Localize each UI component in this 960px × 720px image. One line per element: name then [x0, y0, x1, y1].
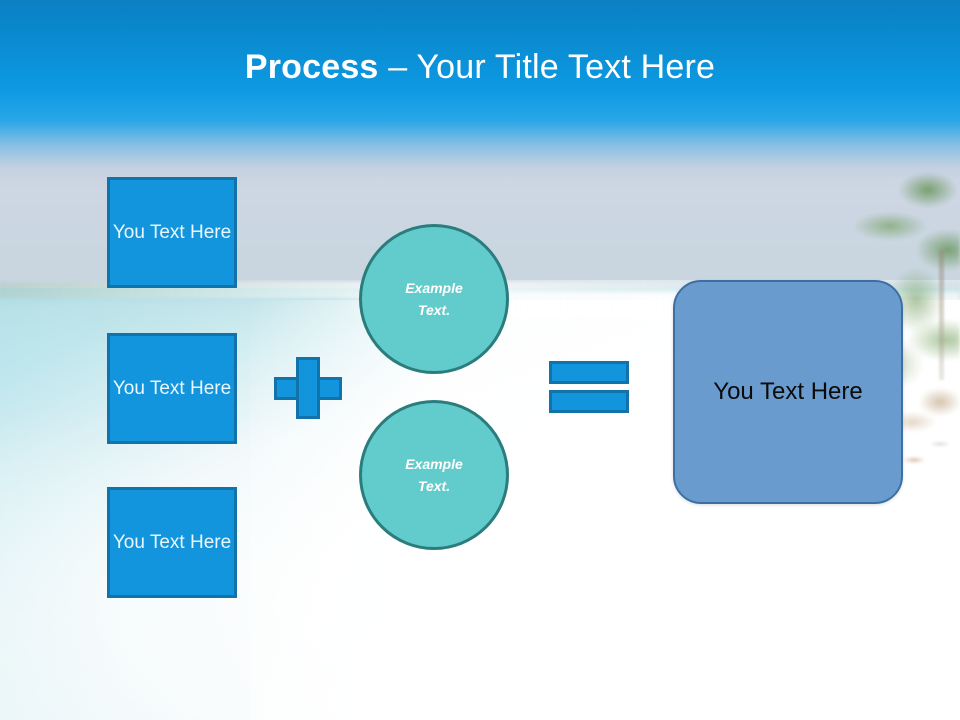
equals-icon-bottom-bar: [549, 390, 629, 413]
input-box-3-label: You Text Here: [112, 531, 232, 553]
example-circle-2-line2: Text.: [417, 478, 451, 494]
example-circle-1-line1: Example: [405, 280, 463, 296]
equals-icon: [549, 361, 629, 413]
result-box[interactable]: You Text Here: [673, 280, 903, 504]
plus-icon: [274, 357, 342, 419]
header-band: [0, 0, 960, 180]
page-title-regular: Your Title Text Here: [416, 48, 716, 86]
plus-icon-center: [299, 380, 317, 397]
palm-tree-trunk: [939, 250, 944, 380]
equals-icon-top-bar: [549, 361, 629, 384]
example-circle-1-line2: Text.: [417, 302, 451, 318]
result-box-label: You Text Here: [713, 378, 863, 405]
page-title: Process – Your Title Text Here: [0, 46, 960, 88]
page-title-separator: –: [378, 48, 417, 86]
page-title-bold: Process: [244, 48, 379, 86]
input-box-3[interactable]: You Text Here: [107, 487, 237, 598]
input-box-2[interactable]: You Text Here: [107, 333, 237, 444]
input-box-1-label: You Text Here: [112, 221, 232, 243]
example-circle-2-line1: Example: [405, 456, 463, 472]
input-box-2-label: You Text Here: [112, 377, 232, 399]
input-box-1[interactable]: You Text Here: [107, 177, 237, 288]
